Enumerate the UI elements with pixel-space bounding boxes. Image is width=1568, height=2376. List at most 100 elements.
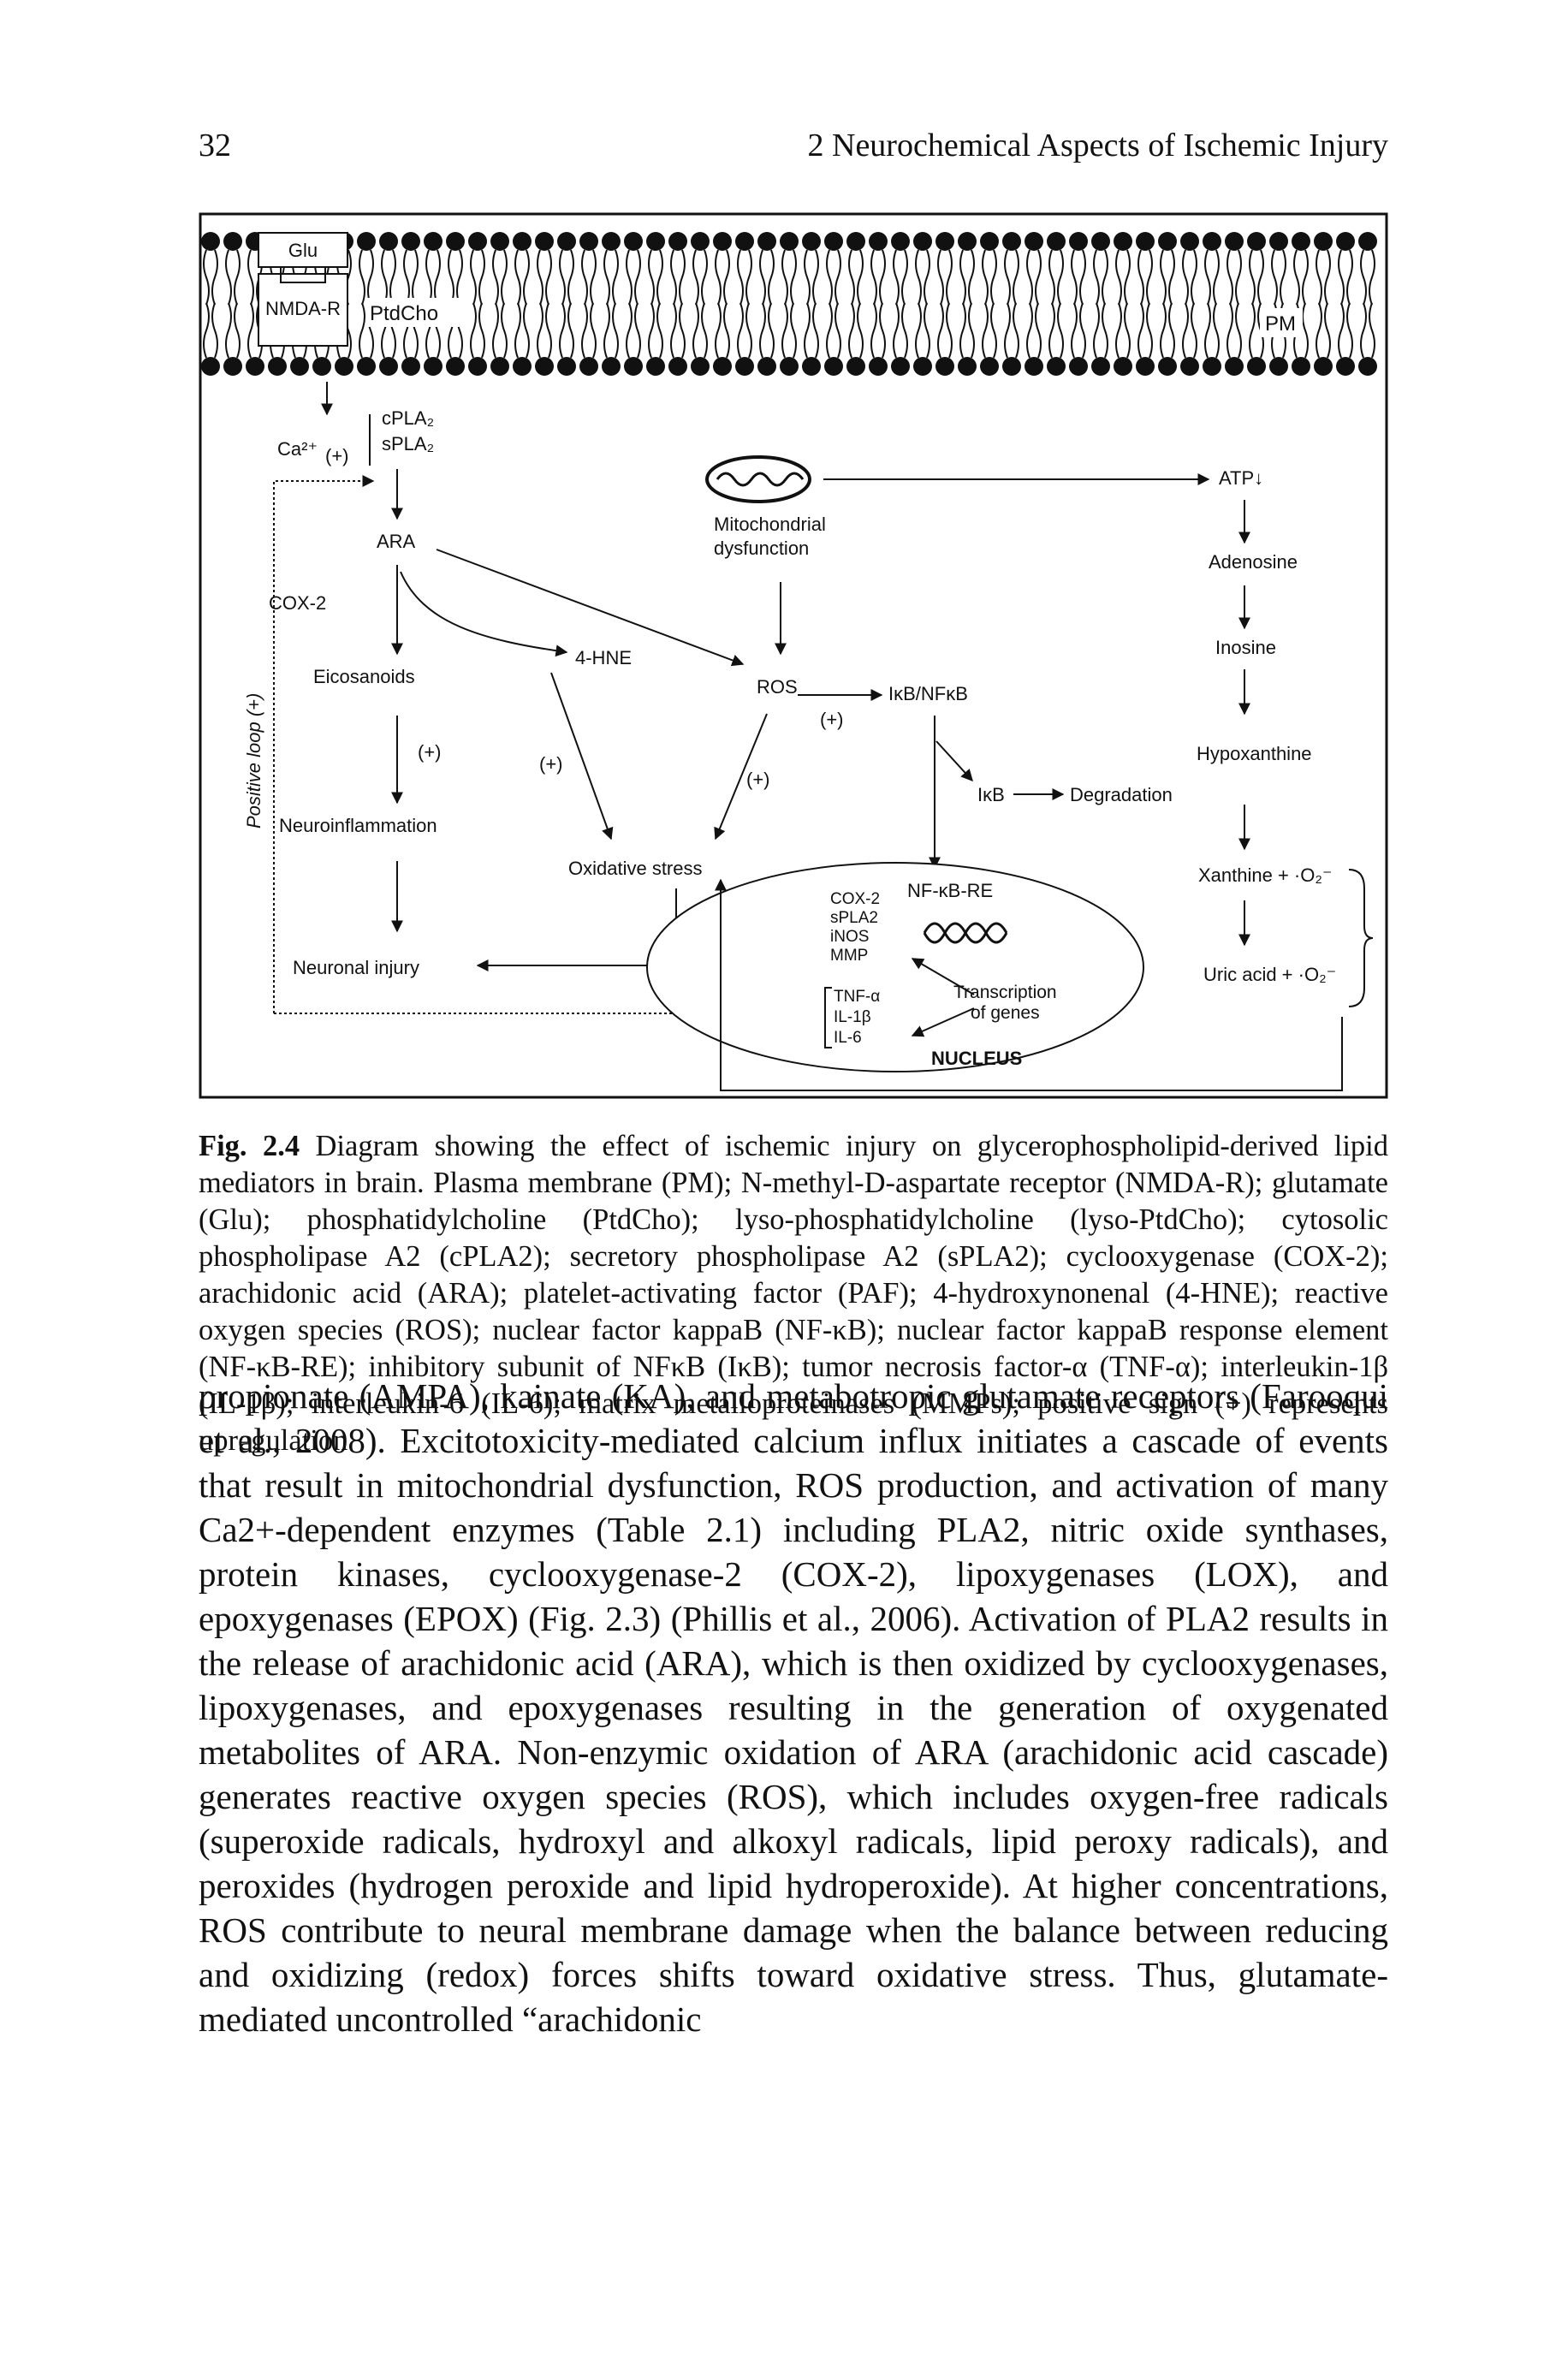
lipid-head bbox=[1025, 232, 1043, 251]
lipid-tail bbox=[1226, 249, 1233, 306]
lipid-tail bbox=[915, 249, 922, 306]
lipid-tail bbox=[804, 302, 811, 359]
gene-down-1: TNF-α bbox=[834, 988, 880, 1006]
lipid-tail bbox=[634, 302, 641, 359]
lipid-tail bbox=[648, 249, 655, 306]
degradation-label: Degradation bbox=[1070, 784, 1173, 805]
lipid-head bbox=[958, 232, 977, 251]
lipid-tail bbox=[834, 249, 841, 306]
lipid-tail bbox=[203, 302, 210, 359]
lipid-tail bbox=[857, 302, 864, 359]
lipid-tail bbox=[412, 249, 419, 306]
lipid-tail bbox=[893, 302, 900, 359]
lipid-head bbox=[513, 232, 532, 251]
lipid-head bbox=[891, 357, 910, 376]
lipid-tail bbox=[768, 249, 775, 306]
lipid-head bbox=[869, 357, 888, 376]
figure-caption: Fig. 2.4 Diagram showing the effect of i… bbox=[199, 1128, 1388, 1459]
lipid-tail bbox=[1137, 249, 1144, 306]
lipid-head bbox=[602, 357, 621, 376]
nucleus-membrane bbox=[646, 862, 1144, 1072]
lipid-head bbox=[1269, 232, 1288, 251]
lipid-tail bbox=[870, 249, 877, 306]
lipid-tail bbox=[768, 302, 775, 359]
lipid-head bbox=[424, 232, 442, 251]
lipid-tail bbox=[715, 302, 722, 359]
lipid-tail bbox=[1360, 249, 1367, 306]
lipid-head bbox=[335, 357, 353, 376]
lipid-tail bbox=[670, 249, 677, 306]
lipid-head bbox=[713, 357, 732, 376]
lipid-tail bbox=[1079, 302, 1086, 359]
lipid-tail bbox=[937, 302, 944, 359]
lipid-tail bbox=[1102, 302, 1108, 359]
lipid-tail bbox=[1182, 302, 1189, 359]
lipid-tail bbox=[1191, 302, 1197, 359]
lipid-head bbox=[1136, 232, 1155, 251]
lipid-tail bbox=[1338, 249, 1345, 306]
lipid-tail bbox=[901, 302, 908, 359]
lipid-tail bbox=[1360, 302, 1367, 359]
lipid-tail bbox=[478, 249, 485, 306]
lipid-head bbox=[490, 357, 509, 376]
lipid-head bbox=[980, 232, 999, 251]
lipid-tail bbox=[1079, 249, 1086, 306]
lipid-tail bbox=[759, 302, 766, 359]
lipid-tail bbox=[634, 249, 641, 306]
lipid-tail bbox=[692, 249, 699, 306]
lipid-tail bbox=[203, 249, 210, 306]
lipid-head bbox=[846, 232, 865, 251]
lipid-head bbox=[891, 232, 910, 251]
lipid-tail bbox=[234, 249, 241, 306]
lipid-head bbox=[1069, 357, 1088, 376]
lipid-tail bbox=[567, 302, 574, 359]
mito-line1: Mitochondrial bbox=[714, 514, 826, 535]
ikb-label: IκB bbox=[977, 784, 1005, 805]
lipid-tail bbox=[537, 302, 543, 359]
lipid-head bbox=[1292, 232, 1310, 251]
lipid-tail bbox=[1146, 249, 1153, 306]
lipid-tail bbox=[1004, 302, 1011, 359]
plus-eicosanoids: (+) bbox=[418, 741, 442, 763]
lipid-tail bbox=[1346, 249, 1353, 306]
lipid-tail bbox=[879, 249, 886, 306]
lipid-tail bbox=[679, 249, 686, 306]
lipid-tail bbox=[812, 249, 819, 306]
lipid-head bbox=[869, 232, 888, 251]
lipid-head bbox=[490, 232, 509, 251]
atp-label: ATP↓ bbox=[1219, 467, 1263, 489]
lipid-tail bbox=[692, 302, 699, 359]
hne-label: 4-HNE bbox=[575, 647, 632, 668]
lipid-head bbox=[1358, 232, 1377, 251]
lipid-tail bbox=[870, 302, 877, 359]
transcription-line2: of genes bbox=[971, 1003, 1040, 1023]
lipid-tail bbox=[1213, 249, 1220, 306]
lipid-head bbox=[958, 357, 977, 376]
lipid-tail bbox=[1146, 302, 1153, 359]
lipid-tail bbox=[523, 302, 530, 359]
lipid-head bbox=[535, 357, 554, 376]
lipid-tail bbox=[848, 302, 855, 359]
lipid-head bbox=[579, 357, 598, 376]
lipid-head bbox=[1091, 357, 1110, 376]
lipid-tail bbox=[603, 302, 610, 359]
ara-label: ARA bbox=[377, 531, 416, 552]
lipid-tail bbox=[1048, 302, 1055, 359]
lipid-tail bbox=[211, 302, 218, 359]
lipid-tail bbox=[514, 249, 521, 306]
nucleus-label: NUCLEUS bbox=[931, 1048, 1022, 1069]
neuroinflammation-label: Neuroinflammation bbox=[279, 815, 437, 836]
lipid-head bbox=[691, 357, 710, 376]
lipid-tail bbox=[1302, 249, 1309, 306]
lipid-head bbox=[446, 357, 465, 376]
lipid-tail bbox=[1013, 302, 1019, 359]
lipid-tail bbox=[612, 302, 619, 359]
lipid-tail bbox=[1026, 302, 1033, 359]
lipid-head bbox=[223, 357, 242, 376]
lipid-tail bbox=[225, 249, 232, 306]
inosine-label: Inosine bbox=[1215, 637, 1276, 658]
lipid-head bbox=[1158, 357, 1177, 376]
lipid-tail bbox=[781, 249, 788, 306]
lipid-tail bbox=[234, 302, 241, 359]
caption-label: Fig. 2.4 bbox=[199, 1130, 300, 1162]
